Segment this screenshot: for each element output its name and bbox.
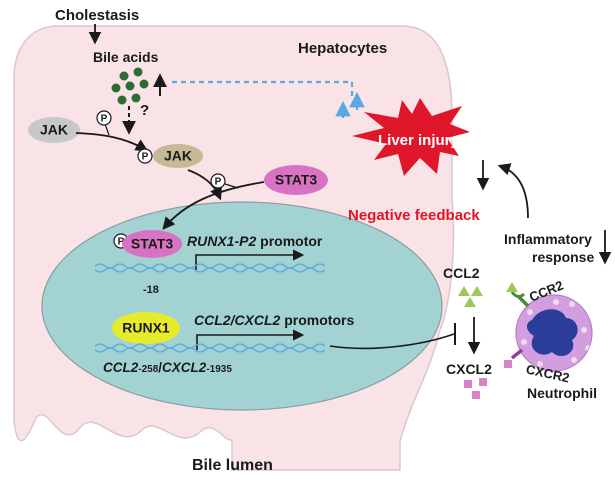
hepatocytes-label: Hepatocytes — [298, 40, 387, 57]
negative-feedback-inhibition-line — [329, 333, 455, 350]
jak-unphos-label: JAK — [40, 122, 68, 138]
phospho-bond-1 — [104, 123, 110, 136]
runx1-p2-promotor-label: RUNX1-P2 promotor — [187, 233, 323, 249]
stat3-label: STAT3 — [275, 172, 317, 188]
site-minus18-label: -18 — [143, 284, 159, 296]
ccl2-cxcl2-promotors-label: CCL2/CXCL2 promotors — [194, 312, 354, 328]
ccl2-label: CCL2 — [443, 265, 480, 281]
jak-phos-label: JAK — [164, 148, 192, 164]
phospho-badge-2 — [137, 148, 153, 164]
jak-unphos-pill — [28, 117, 80, 143]
inflammatory-response-label-1: Inflammatory — [504, 231, 592, 247]
bile-acid-dots — [111, 67, 149, 105]
dna-strand-1 — [94, 263, 326, 273]
cxcl2-label: CXCL2 — [446, 361, 492, 377]
stat3-to-nucleus-arrow — [162, 181, 265, 230]
inflammatory-to-liver-arrow — [497, 163, 529, 219]
cholestasis-label: Cholestasis — [55, 7, 139, 24]
phospho-badge-2-text: P — [142, 152, 149, 163]
jak-to-stat3-arrow — [187, 169, 222, 201]
phospho-badge-4-text: P — [118, 237, 125, 248]
jak-phos-pill — [153, 144, 203, 168]
runx1-label: RUNX1 — [122, 320, 170, 336]
neutrophil-nucleus — [527, 309, 578, 357]
jak-activation-arrow — [75, 132, 149, 152]
negative-feedback-label: Negative feedback — [348, 207, 480, 224]
liver-injury-star — [352, 98, 470, 176]
liver-injury-label: Liver injury — [378, 132, 460, 149]
ccl2-triangles — [458, 286, 483, 307]
dna-strand-2 — [94, 343, 326, 353]
stat3-nuclear-pill — [122, 230, 182, 258]
neutrophil-label: Neutrophil — [527, 385, 597, 401]
ccr2-receptor — [506, 282, 530, 308]
cxcl2-squares — [464, 378, 487, 399]
bile-acids-label: Bile acids — [93, 49, 159, 65]
stat3-pill — [264, 165, 328, 195]
bile-lumen-label: Bile lumen — [192, 457, 273, 474]
phospho-badge-3-text: P — [215, 177, 222, 188]
phospho-badge-1 — [96, 110, 112, 126]
stat3-nuclear-label: STAT3 — [131, 236, 173, 252]
question-mark: ? — [140, 102, 149, 119]
phospho-badge-1-text: P — [101, 114, 108, 125]
cxcr2-receptor — [504, 348, 524, 368]
inflammatory-response-label-2: response — [532, 249, 594, 265]
phospho-badge-3 — [210, 173, 226, 189]
ccl2-cxcl2-sites-label: CCL2-258/CXCL2-1935 — [103, 360, 232, 375]
runx1-pill — [112, 312, 180, 344]
neutrophil-cell — [515, 294, 593, 372]
